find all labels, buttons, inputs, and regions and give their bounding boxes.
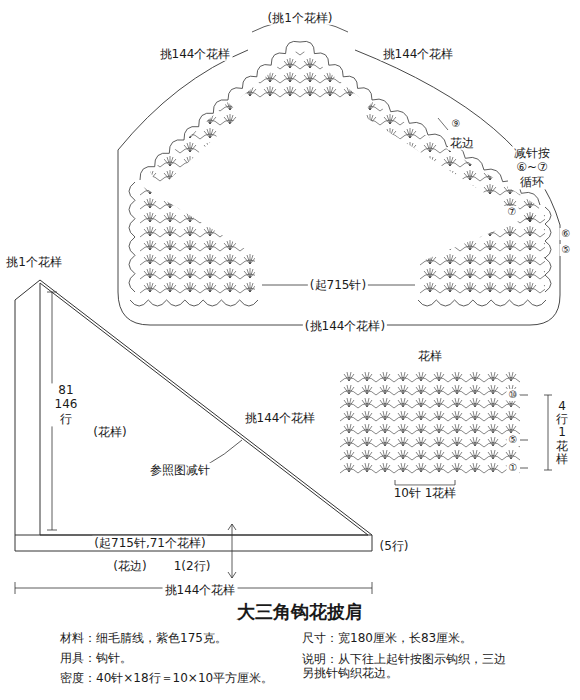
scallop-edging (545, 207, 551, 292)
row-number: ⑥ (560, 228, 573, 240)
note-text: 材料：细毛腈线，紫色175克。 (58, 631, 229, 645)
scallop-edging (129, 182, 135, 292)
stitch-swatch: 花样 (340, 370, 520, 475)
dimension-label: (花边) (111, 559, 148, 573)
dimension-label: 挑144个花样 (158, 47, 233, 61)
row-number: ⑤ (507, 434, 520, 446)
row-number: ⑤ (560, 244, 573, 256)
scallop-edging (140, 100, 228, 180)
region-label: (花样) (91, 425, 128, 439)
dimension-label: (起715针,71个花样) (92, 536, 207, 550)
row-number: ⑩ (507, 389, 520, 401)
dimension-label: 挑144个花样 (163, 583, 238, 597)
dimension-label: 10针 1花样 (392, 486, 459, 500)
note-text: 密度：40针×18行＝10×10平方厘米。 (58, 671, 275, 685)
dimension-label: 4行1花样 (554, 400, 570, 466)
dimension-label: (起715针) (308, 278, 368, 292)
swatch-chart (340, 370, 520, 475)
chart-top (118, 20, 560, 325)
dimension-label: 挑1个花样 (4, 255, 64, 269)
scallop-edging (418, 300, 546, 306)
row-number: ① (507, 462, 520, 474)
dimension-label: (挑144个花样) (303, 319, 387, 333)
dimension-label: 挑144个花样 (381, 47, 456, 61)
dimension-label: 参照图减针 (148, 463, 212, 477)
scallop-edging (130, 300, 258, 306)
scallop-edging (228, 41, 300, 100)
scallop-edging (300, 41, 372, 100)
dimension-label: 花边 (448, 136, 476, 150)
dimension-label: 减针按 ⑥~⑦ 循环 (508, 146, 556, 189)
dimension-label: 81 146 行 (49, 383, 83, 426)
row-number: ⑨ (450, 118, 463, 130)
row-number: ⑦ (506, 206, 519, 218)
dimension-label: (5行) (378, 539, 411, 553)
note-text: 说明：从下往上起针按图示钩织，三边另挑针钩织花边。 (300, 652, 519, 681)
dimension-label: 挑144个花样 (243, 411, 318, 425)
title: 大三角钩花披肩 (235, 601, 365, 623)
dimension-label: 1(2行) (172, 559, 213, 573)
swatch-heading: 花样 (416, 349, 444, 363)
dimension-label: (挑1个花样) (266, 11, 335, 25)
note-text: 用具：钩针。 (58, 651, 134, 665)
note-text: 尺寸：宽180厘米，长83厘米。 (300, 631, 474, 645)
